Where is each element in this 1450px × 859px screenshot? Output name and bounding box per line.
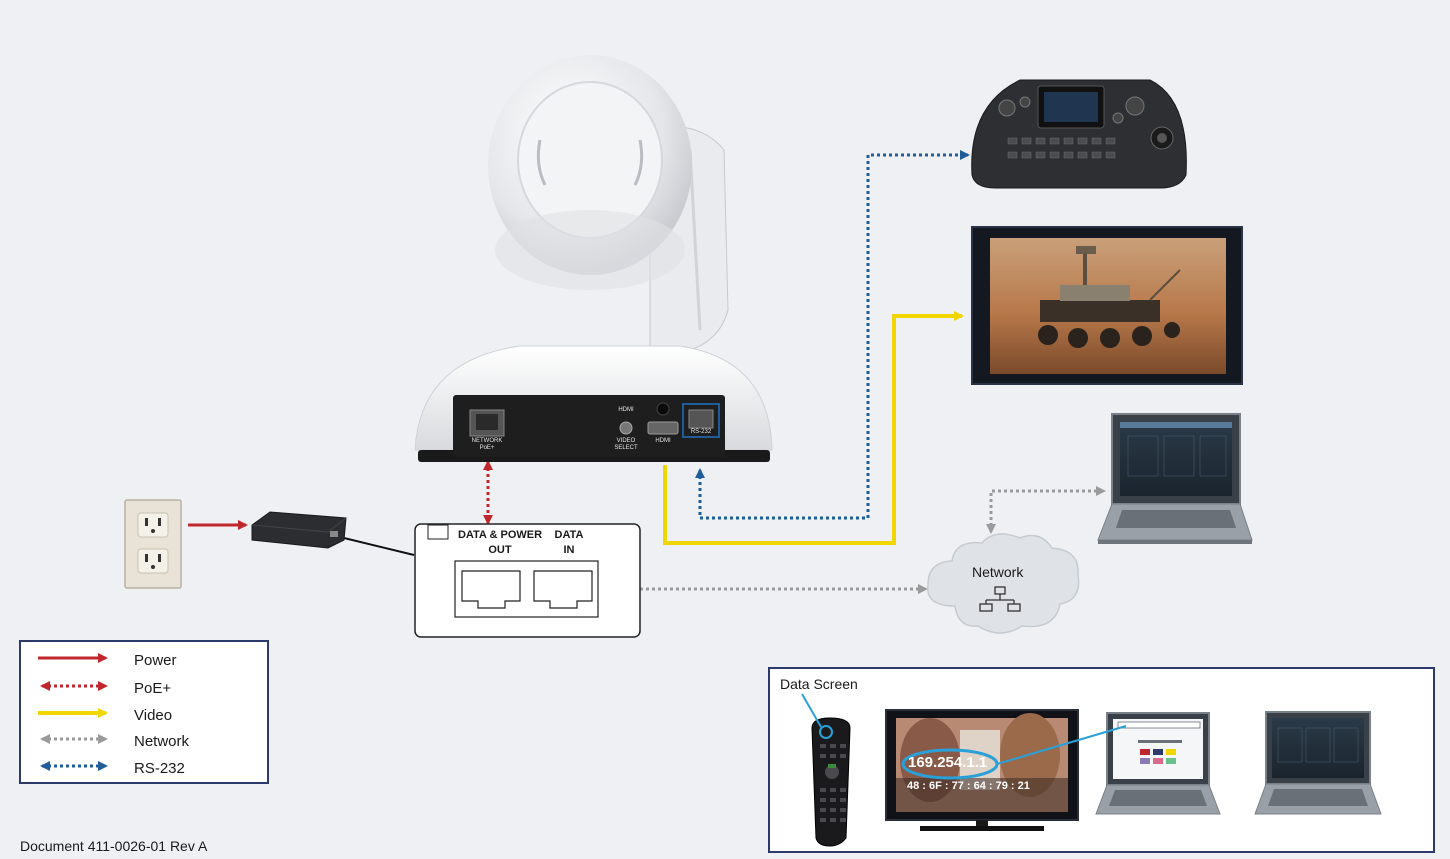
injector-data-in-label: DATA IN xyxy=(554,529,584,556)
data-screen-title: Data Screen xyxy=(780,676,858,692)
camera-port-hdmi-label: HDMI xyxy=(655,438,671,444)
legend-panel xyxy=(19,640,269,784)
network-cloud-label: Network xyxy=(972,564,1024,580)
camera-port-video-select-label: VIDEO SELECT xyxy=(614,438,638,451)
network-cloud xyxy=(927,533,1080,634)
camera-port-rs232-label: RS-232 xyxy=(690,429,712,435)
ptz-camera xyxy=(414,55,773,462)
video-line xyxy=(663,311,964,545)
document-id: Document 411-0026-01 Rev A xyxy=(20,838,208,854)
wall-outlet xyxy=(124,499,182,589)
legend-label-video: Video xyxy=(134,707,173,724)
video-monitor xyxy=(971,226,1243,385)
laptop-browser xyxy=(1095,712,1221,815)
camera-port-network-label: NETWORK PoE+ xyxy=(471,438,503,451)
remote-control xyxy=(811,717,851,847)
laptop-network xyxy=(1097,413,1253,544)
data-screen-ip: 169.254.1.1 xyxy=(908,754,988,771)
power-adapter xyxy=(251,511,347,549)
camera-controller xyxy=(971,79,1187,189)
poe-injector xyxy=(414,523,641,638)
data-screen-tv xyxy=(885,709,1079,831)
network-topology-icon xyxy=(979,586,1021,612)
data-screen-mac: 48 : 6F : 77 : 64 : 79 : 21 xyxy=(907,780,1030,792)
legend-label-network: Network xyxy=(134,733,190,750)
data-screen-panel xyxy=(768,667,1435,853)
legend-label-poe: PoE+ xyxy=(134,680,172,697)
laptop-interface xyxy=(1254,711,1382,815)
adapter-cable xyxy=(343,537,415,556)
rs232-line xyxy=(695,150,970,520)
network-line-laptop xyxy=(986,486,1106,534)
camera-port-hdmi-top-label: HDMI xyxy=(618,407,634,413)
injector-data-power-out-label: DATA & POWER OUT xyxy=(457,529,543,556)
legend-label-power: Power xyxy=(134,652,177,669)
legend-label-rs232: RS-232 xyxy=(134,760,185,777)
